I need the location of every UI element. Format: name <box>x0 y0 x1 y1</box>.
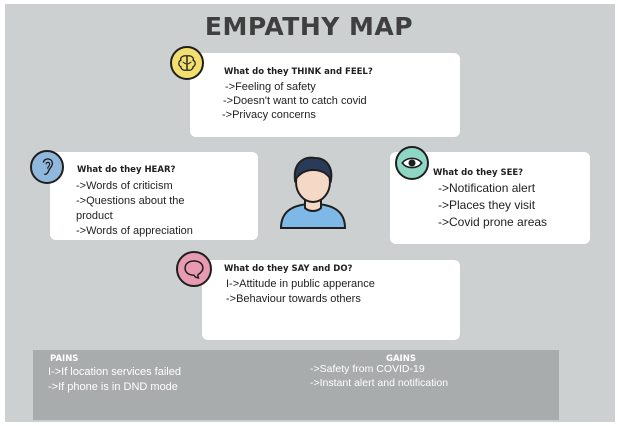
see-item: ->Notification alert <box>438 181 536 195</box>
think-feel-card <box>190 53 460 137</box>
see-list: ->Notification alert ->Places they visit… <box>438 180 547 231</box>
see-item: ->Covid prone areas <box>438 215 548 229</box>
ear-icon <box>30 150 64 184</box>
think-feel-list: ->Feeling of safety ->Doesn't want to ca… <box>222 80 367 122</box>
pains-item: I->If location services failed <box>48 366 181 378</box>
say-do-card <box>202 260 460 340</box>
pains-gains-panel <box>33 350 559 420</box>
pains-label: PAINS <box>50 354 79 364</box>
page-title: EMPATHY MAP <box>204 12 414 41</box>
say-do-list: I->Attitude in public apperance ->Behavi… <box>226 277 375 307</box>
hear-item: ->Questions about the <box>76 195 185 207</box>
hear-item: ->Words of appreciation <box>76 225 193 237</box>
gains-list: ->Safety from COVID-19 ->Instant alert a… <box>310 362 448 390</box>
hear-question: What do they HEAR? <box>77 165 176 175</box>
think-feel-item: ->Feeling of safety <box>225 81 316 93</box>
pains-item: ->If phone is in DND mode <box>48 381 178 393</box>
gains-label: GAINS <box>386 354 416 364</box>
eye-icon <box>395 146 429 180</box>
see-item: ->Places they visit <box>438 198 536 212</box>
think-feel-item: ->Privacy concerns <box>222 109 316 121</box>
hear-item: ->Words of criticism <box>76 180 173 192</box>
say-do-question: What do they SAY and DO? <box>224 264 353 274</box>
hear-list: ->Words of criticism ->Questions about t… <box>76 179 193 239</box>
pains-list: I->If location services failed ->If phon… <box>48 365 181 395</box>
hear-card <box>50 152 258 240</box>
say-do-item: ->Behaviour towards others <box>226 293 361 305</box>
say-do-item: I->Attitude in public apperance <box>226 278 375 290</box>
see-question: What do they SEE? <box>433 168 524 178</box>
person-avatar-icon <box>275 150 351 232</box>
think-feel-item: ->Doesn't want to catch covid <box>223 95 367 107</box>
brain-icon <box>170 46 204 80</box>
speech-bubble-icon <box>176 251 212 287</box>
gains-item: ->Instant alert and notification <box>310 377 449 389</box>
think-feel-question: What do they THINK and FEEL? <box>224 67 373 77</box>
hear-item: product <box>76 210 113 222</box>
gains-item: ->Safety from COVID-19 <box>310 363 425 375</box>
